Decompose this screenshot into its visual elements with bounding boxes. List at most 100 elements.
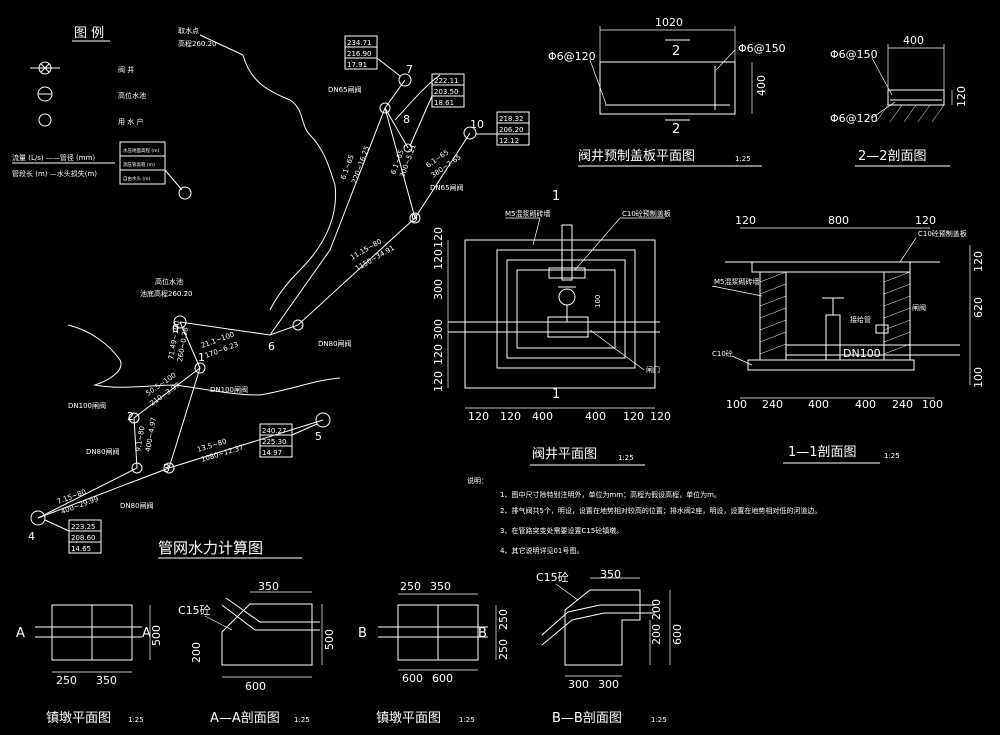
b-dim-600-2: 600 [432,672,453,685]
c15-label-2: C15砼 [536,571,569,584]
valve-well-plan: M5混浆砌砖墙 C10砼预制盖板 闸门 100 1 1 120 120 400 … [432,189,671,466]
plan-title: 阀井平面图 [532,447,597,462]
intake-elevation: 高程260.20 [178,39,217,48]
sec11-dim-r2: 100 [972,367,985,388]
bb-dim-600: 600 [671,624,684,645]
svg-text:208.60: 208.60 [71,534,96,542]
section-1-1: M5混浆砌砖墙 C10砼预制盖板 C10砼 接给管 闸阀 DN100 120 8… [711,214,985,464]
river-bank-upper [242,54,337,311]
sec11-label-cover: C10砼预制盖板 [918,229,967,238]
sec11-label-dn: DN100 [843,347,881,360]
valve-label-3: DN80闸阀 [318,339,352,348]
svg-text:223.25: 223.25 [71,523,96,531]
aa-dim-350: 350 [258,580,279,593]
svg-text:222.11: 222.11 [434,77,459,85]
b-dim-600-1: 600 [402,672,423,685]
cover-scale: 1:25 [735,155,751,163]
sec11-label-valve: 闸阀 [912,303,926,312]
cover-dim-width: 1020 [655,16,683,29]
plan-dim-b4: 120 [623,410,644,423]
sec11-dim-b4: 240 [892,398,913,411]
legend-item-tank: 高位水池 [118,91,146,100]
sec11-label-pipe: 接给管 [850,315,871,324]
section-a-a: C15砼 350 500 200 600 A—A剖面图 1:25 [178,580,336,726]
b-dim-250-v2: 250 [497,639,510,660]
node-table-7: 234.71 216.90 17.91 [344,35,401,77]
node-2: 2 [127,410,134,423]
node-0: 0 [172,322,179,335]
legend-note-2: 管段长 (m) —水头损失(m) [12,169,97,178]
bottom-title-2: A—A剖面图 [210,711,280,726]
section-2-2: 400 120 Φ6@150 Φ6@120 2—2剖面图 [830,34,968,167]
plan-section-mark-bottom: 1 [552,387,560,402]
thrust-block-plan-a: A A 500 250 350 镇墩平面图 1:25 [16,604,163,726]
sec11-dim-t1: 800 [828,214,849,227]
cover-rebar-2: Φ6@120 [548,50,596,63]
sec11-dim-b5: 100 [922,398,943,411]
node-10: 10 [470,118,484,131]
river-bank-lower [67,324,341,396]
b-dim-250-v: 250 [497,609,510,630]
node-9: 9 [411,212,418,225]
intake-label: 取水点 [178,26,199,35]
svg-text:240.27: 240.27 [262,427,287,435]
node-table-4: 223.25 208.60 14.65 [44,519,102,554]
valve-label-7: DN80闸阀 [120,501,154,510]
node-5: 5 [315,430,322,443]
plan-dim-b5: 120 [650,410,671,423]
plan-dim-b0: 120 [468,410,489,423]
cover-section-mark-bottom: 2 [672,122,680,137]
c15-label-1: C15砼 [178,604,211,617]
svg-text:18.61: 18.61 [434,99,454,107]
sec22-title: 2—2剖面图 [858,149,927,164]
node-table-10: 218.32 206.20 12.12 [476,111,530,146]
network-title: 管网水力计算图 [158,539,263,557]
tank-elevation: 池底高程260.20 [140,289,193,298]
notes-heading: 说明： [467,476,488,485]
tank-label: 高位水池 [155,277,183,286]
plan-dim-b1: 120 [500,410,521,423]
bb-dim-200-1: 200 [650,624,663,645]
node-7: 7 [406,63,413,76]
bb-dim-350: 350 [600,568,621,581]
river-bank-right [394,74,441,121]
node-8: 8 [403,113,410,126]
sec11-dim-b0: 100 [726,398,747,411]
note-4: 4、其它说明详见01号图。 [500,546,583,555]
legend: 图 例 阀 井 高位水池 用 水 户 流量 (L/s) ——管径 (mm) 管段… [12,26,192,200]
cover-dim-height: 400 [755,75,768,96]
bottom-scale-1: 1:25 [128,716,144,724]
plan-dim-l2: 300 [432,279,445,300]
cover-rebar-1: Φ6@150 [738,42,786,55]
note-1: 1、图中尺寸除特别注明外，单位为mm；高程为假设高程，单位为m。 [500,490,721,499]
sec22-dim-height: 120 [955,86,968,107]
valve-label-2: DN65闸阀 [430,183,464,192]
svg-text:218.32: 218.32 [499,115,524,123]
legend-item-valve: 阀 井 [118,65,134,74]
section-b-b: C15砼 350 200 200 600 300 300 B—B剖面图 1:25 [536,568,684,726]
legend-box-row-1: 水压地面高程 (m) [123,147,160,154]
aa-dim-600: 600 [245,680,266,693]
plan-dim-l3: 300 [432,319,445,340]
sec11-dim-r0: 120 [972,251,985,272]
sec11-dim-t0: 120 [735,214,756,227]
notes: 说明： 1、图中尺寸除特别注明外，单位为mm；高程为假设高程，单位为m。 2、排… [467,476,821,555]
aa-dim-500: 500 [323,629,336,650]
sec11-dim-t2: 120 [915,214,936,227]
svg-text:225.30: 225.30 [262,438,287,446]
a-dim-500: 500 [150,625,163,646]
plan-label-cover: C10砼预制盖板 [622,209,671,218]
b-dim-250: 250 [400,580,421,593]
valve-label-4: DN100闸阀 [210,385,248,394]
node-6: 6 [268,340,275,353]
plan-dim-l1: 120 [432,249,445,270]
plan-scale: 1:25 [618,454,634,462]
plan-dim-l0: 120 [432,227,445,248]
sec11-label-wall: M5混浆砌砖墙 [714,277,760,286]
sec11-title: 1—1剖面图 [788,445,857,460]
legend-note-1: 流量 (L/s) ——管径 (mm) [12,153,95,162]
aa-dim-200: 200 [190,642,203,663]
bottom-title-3: 镇墩平面图 [376,711,441,726]
plan-outer-wall [464,239,656,389]
